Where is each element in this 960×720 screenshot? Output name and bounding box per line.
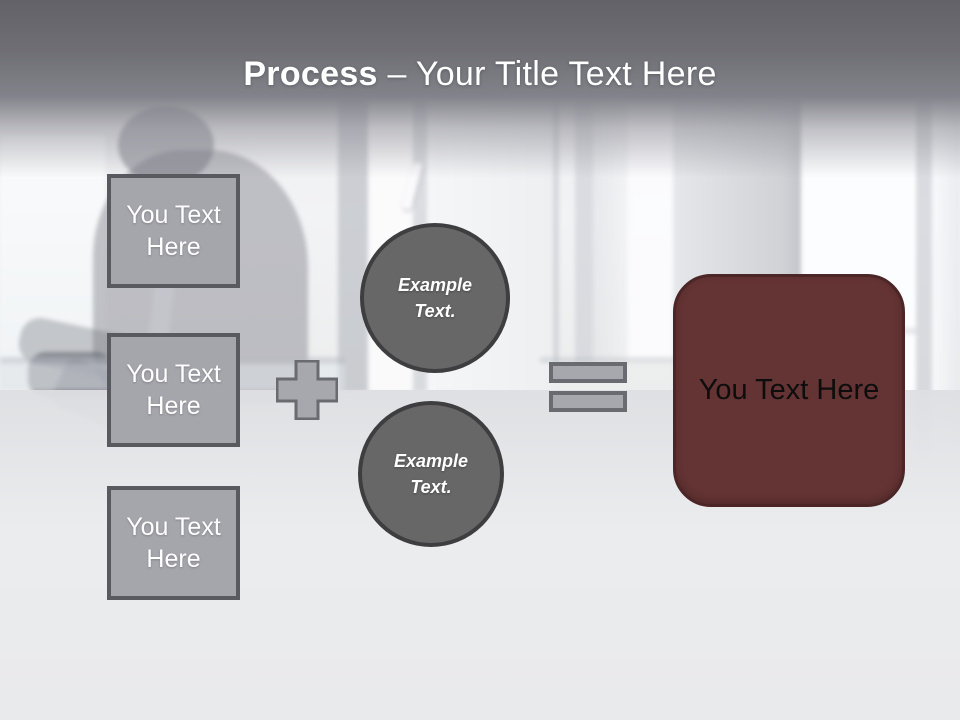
stage-circle-1-label: Example Text. [397, 274, 473, 321]
input-box-3[interactable]: You Text Here [107, 486, 240, 600]
input-box-2-label: You Text Here [126, 360, 221, 420]
equals-bar-top [549, 362, 627, 383]
slide-title-rest: – Your Title Text Here [387, 55, 717, 93]
stage-circle-2[interactable]: Example Text. [358, 401, 504, 547]
input-box-3-label: You Text Here [126, 513, 221, 573]
input-box-1[interactable]: You Text Here [107, 174, 240, 288]
equals-bar-bottom [549, 391, 627, 412]
result-box-label: You Text Here [698, 374, 880, 406]
window-sill [540, 357, 675, 363]
plus-icon[interactable] [276, 360, 338, 420]
result-box[interactable]: You Text Here [673, 274, 905, 507]
header-band [0, 0, 960, 178]
stage-circle-1[interactable]: Example Text. [360, 223, 510, 373]
input-box-2[interactable]: You Text Here [107, 333, 240, 447]
input-box-1-label: You Text Here [126, 201, 221, 261]
equals-icon[interactable] [549, 362, 627, 414]
slide-title-emphasis: Process [243, 55, 378, 93]
window-frame [916, 100, 932, 460]
stage-circle-2-label: Example Text. [393, 450, 469, 497]
window-frame [553, 100, 559, 363]
slide-title[interactable]: Process – Your Title Text Here [0, 55, 960, 94]
